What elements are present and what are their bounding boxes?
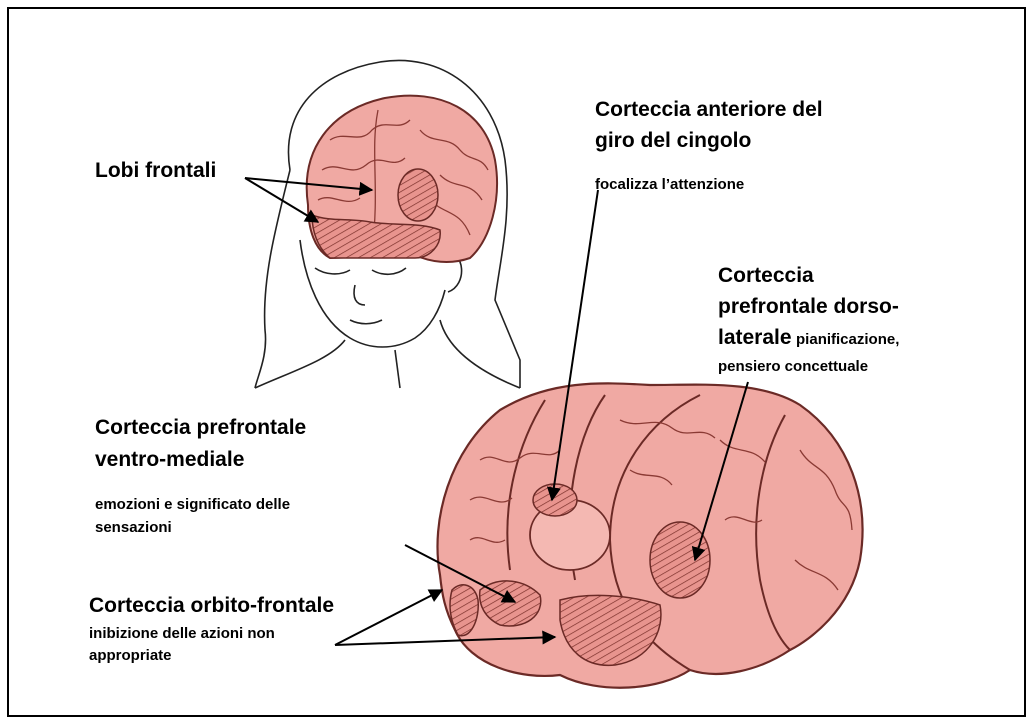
child-orbital-hatch [311, 213, 441, 259]
child-brain [305, 94, 498, 263]
label-acc-title-2: giro del cingolo [595, 129, 752, 152]
label-vmpfc-desc-2: sensazioni [95, 519, 172, 536]
label-vmpfc-title-1: Corteccia prefrontale [95, 416, 307, 439]
label-ofc-title: Corteccia orbito-frontale [89, 594, 335, 617]
label-dlpfc-title-2: prefrontale dorso- [718, 295, 899, 318]
pointer-lines [244, 177, 749, 646]
ofc-hatch [559, 594, 662, 667]
label-dlpfc-desc-2: pensiero concettuale [718, 358, 869, 375]
label-vmpfc-desc-1: emozioni e significato delle [95, 496, 291, 513]
label-lobi-frontali: Lobi frontali [95, 159, 217, 182]
child-head-figure [254, 59, 521, 389]
ofc-hatch-left [449, 584, 479, 637]
label-acc-title-1: Corteccia anteriore del [595, 98, 823, 121]
label-ofc-desc-1: inibizione delle azioni non [89, 625, 275, 642]
dlpfc-hatch [649, 521, 711, 599]
label-vmpfc-title-2: ventro-mediale [95, 448, 245, 471]
label-dlpfc-line-3: laterale pianificazione, [718, 325, 899, 351]
label-ofc-desc-2: appropriate [89, 647, 172, 664]
label-dlpfc-desc-1: pianificazione, [796, 331, 900, 348]
child-dlpfc-hatch [397, 168, 439, 222]
label-acc-desc: focalizza l’attenzione [595, 176, 745, 193]
large-brain [436, 382, 864, 689]
acc-hatch [532, 483, 578, 517]
label-dlpfc-title-3: laterale [718, 326, 792, 349]
label-dlpfc-title-1: Corteccia [718, 264, 814, 287]
